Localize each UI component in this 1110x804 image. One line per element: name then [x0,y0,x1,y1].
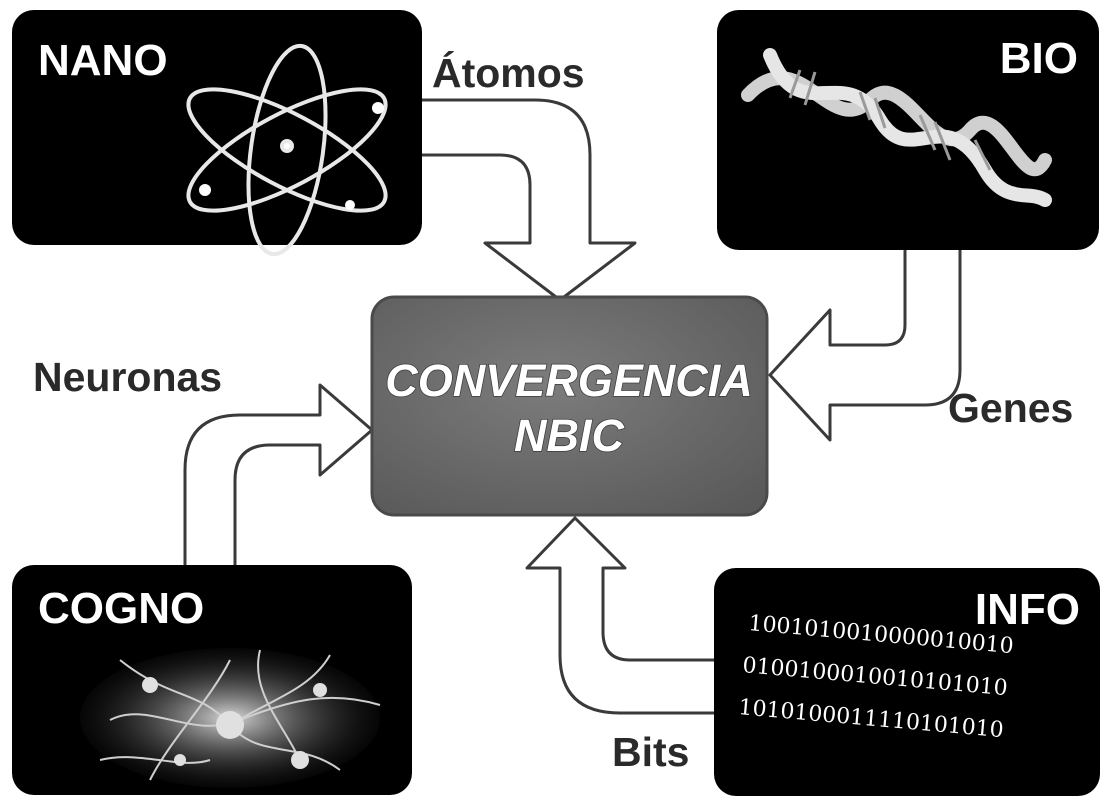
label-atoms: Átomos [432,50,585,96]
label-genes: Genes [948,385,1073,431]
nano-panel: NANO [12,10,422,257]
cogno-title: COGNO [38,584,204,633]
center-title-line1: CONVERGENCIA [385,355,753,406]
center-box: CONVERGENCIA NBIC [370,295,769,517]
arrow-genes [768,243,962,442]
nano-title: NANO [38,36,168,85]
bio-panel: BIO [717,10,1099,250]
neuron-icon [80,648,381,788]
center-title-line2: NBIC [514,410,625,461]
label-bits: Bits [612,729,689,775]
label-neurons: Neuronas [33,354,222,400]
atom-icon [186,43,388,257]
cogno-panel: COGNO [12,565,412,795]
arrow-atoms [418,98,637,302]
binary-icon: 1001010010000010010 0100100010010101010 … [737,611,1014,743]
dna-icon [741,48,1052,207]
info-panel: INFO 1001010010000010010 010010001001010… [714,568,1100,796]
arrow-neurons [183,383,374,582]
info-title: INFO [975,585,1080,634]
arrow-bits [525,516,722,715]
bio-title: BIO [1000,34,1078,83]
